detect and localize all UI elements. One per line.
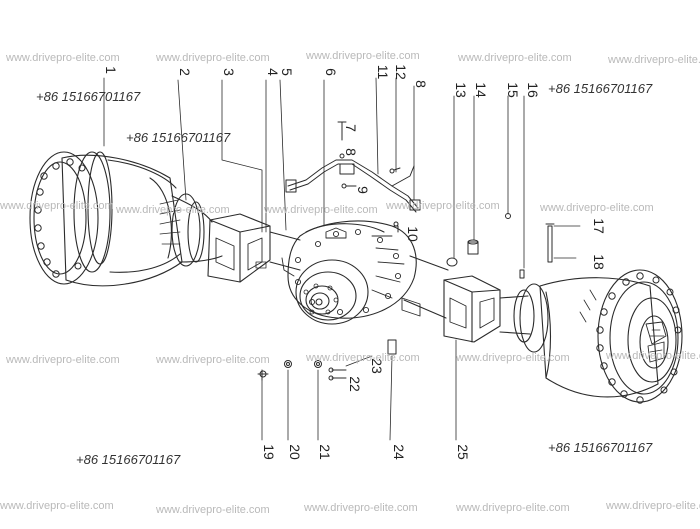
watermark-text: www.drivepro-elite.com [540, 202, 654, 214]
watermark-text: www.drivepro-elite.com [606, 350, 700, 362]
watermark-text: www.drivepro-elite.com [306, 50, 420, 62]
brake-pipe-assembly [285, 121, 421, 233]
callout-6: 6 [323, 68, 339, 76]
callout-13: 13 [453, 82, 469, 98]
callout-15: 15 [505, 82, 521, 98]
callout-8: 8 [343, 148, 359, 156]
watermark-text: www.drivepro-elite.com [0, 500, 114, 512]
phone-number: +86 15166701167 [548, 81, 653, 96]
callout-22: 22 [347, 376, 363, 392]
callout-16: 16 [525, 82, 541, 98]
right-wheel-hub [539, 269, 683, 404]
callout-19: 19 [261, 444, 277, 460]
callout-23: 23 [369, 358, 385, 374]
loose-parts [257, 213, 555, 381]
watermark-text: www.drivepro-elite.com [458, 52, 572, 64]
watermark-text: www.drivepro-elite.com [306, 352, 420, 364]
callout-10: 10 [405, 226, 421, 242]
watermark-text: www.drivepro-elite.com [608, 54, 700, 66]
watermark-text: www.drivepro-elite.com [156, 504, 270, 516]
phone-number: +86 15166701167 [126, 130, 231, 145]
watermark-text: www.drivepro-elite.com [456, 352, 570, 364]
callout-9: 9 [355, 186, 371, 194]
phone-number: +86 15166701167 [548, 440, 653, 455]
watermark-text: www.drivepro-elite.com [304, 502, 418, 514]
callout-14: 14 [473, 82, 489, 98]
callout-5: 5 [279, 68, 295, 76]
right-axle-tube [401, 255, 549, 353]
watermark-text: www.drivepro-elite.com [156, 354, 270, 366]
callout-24: 24 [391, 444, 407, 460]
callout-18: 18 [591, 254, 607, 270]
left-axle-tube [171, 193, 301, 283]
callout-8: 8 [413, 80, 429, 88]
watermark-text: www.drivepro-elite.com [6, 52, 120, 64]
callout-1: 1 [103, 66, 119, 74]
watermark-text: www.drivepro-elite.com [6, 354, 120, 366]
watermark-text: www.drivepro-elite.com [386, 200, 500, 212]
watermark-text: www.drivepro-elite.com [606, 500, 700, 512]
leader-lines [103, 77, 581, 441]
differential-housing [281, 220, 417, 325]
watermark-text: www.drivepro-elite.com [116, 204, 230, 216]
watermark-text: www.drivepro-elite.com [264, 204, 378, 216]
callout-25: 25 [455, 444, 471, 460]
callout-21: 21 [317, 444, 333, 460]
callout-3: 3 [221, 68, 237, 76]
callout-7: 7 [343, 124, 359, 132]
phone-number: +86 15166701167 [36, 89, 141, 104]
callout-20: 20 [287, 444, 303, 460]
watermark-text: www.drivepro-elite.com [156, 52, 270, 64]
callout-17: 17 [591, 218, 607, 234]
phone-number: +86 15166701167 [76, 452, 181, 467]
callout-4: 4 [265, 68, 281, 76]
left-wheel-hub [29, 151, 183, 287]
callout-11: 11 [375, 65, 391, 80]
callout-12: 12 [393, 64, 409, 80]
watermark-text: www.drivepro-elite.com [456, 502, 570, 514]
callout-2: 2 [177, 68, 193, 76]
watermark-text: www.drivepro-elite.com [0, 200, 114, 212]
